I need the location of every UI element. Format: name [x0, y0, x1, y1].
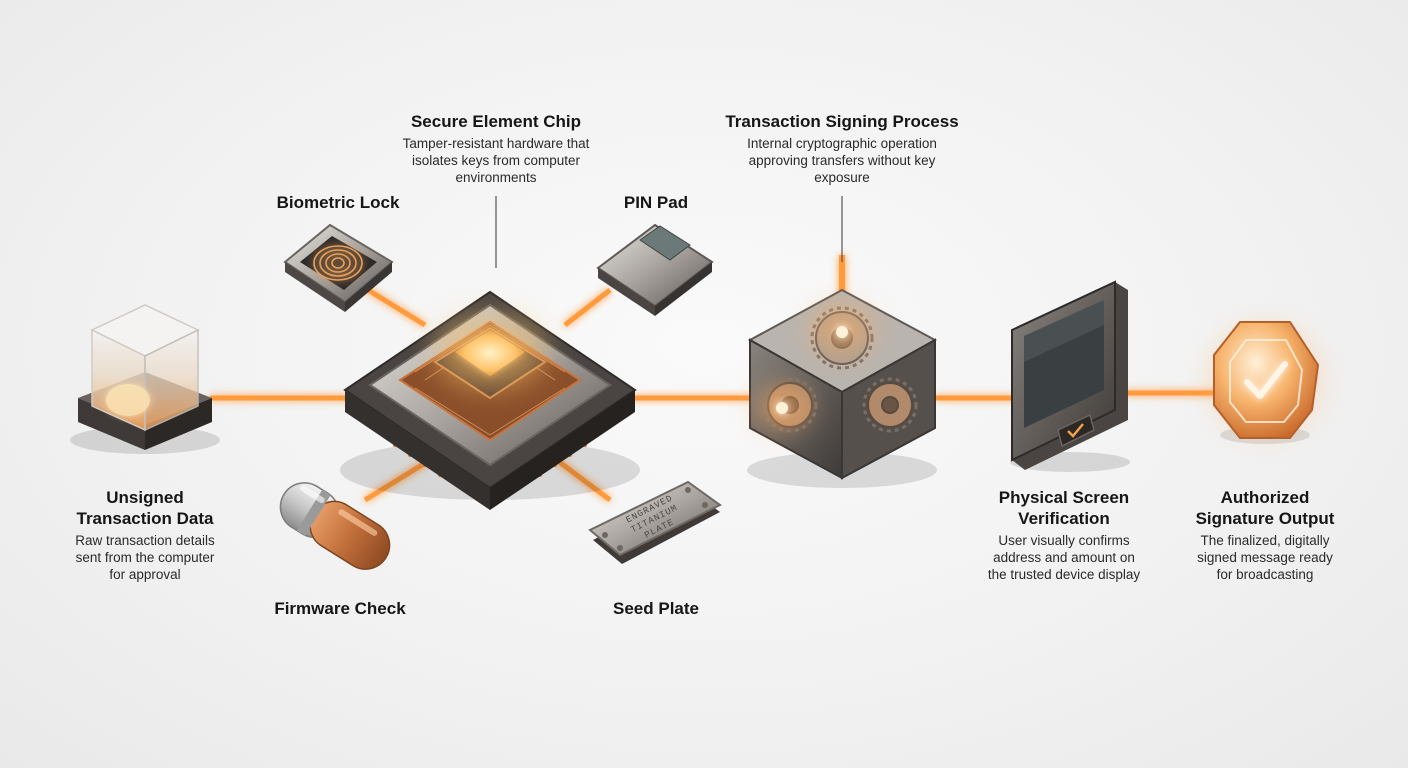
- unsigned-desc-2: sent from the computer: [75, 550, 215, 565]
- screen-description: User visually confirms address and amoun…: [959, 532, 1169, 583]
- secure-chip-title: Secure Element Chip: [410, 112, 582, 131]
- screen-title-2: Verification: [1018, 509, 1110, 528]
- signature-badge-icon: [1210, 321, 1320, 444]
- beam-pin-to-chip: [563, 288, 612, 327]
- secure-chip-desc-3: environments: [455, 170, 537, 185]
- unsigned-desc-3: for approval: [109, 567, 181, 582]
- screen-desc-3: the trusted device display: [987, 567, 1141, 582]
- output-title-1: Authorized: [1220, 488, 1310, 507]
- unsigned-title-1: Unsigned: [106, 488, 184, 507]
- capsule-icon: [279, 482, 391, 570]
- signing-desc-2: approving transfers without key: [748, 153, 936, 168]
- screen-desc-1: User visually confirms: [998, 533, 1130, 548]
- output-title-2: Signature Output: [1195, 509, 1335, 528]
- secure-chip-desc-2: isolates keys from computer: [411, 153, 581, 168]
- output-desc-1: The finalized, digitally: [1200, 533, 1330, 548]
- seed-plate-icon: ENGRAVED TITANIUM PLATE: [588, 480, 722, 564]
- signing-description: Internal cryptographic operation approvi…: [702, 135, 982, 186]
- unsigned-title-2: Transaction Data: [76, 509, 214, 528]
- gear-cube-icon: [747, 288, 938, 488]
- checkmark-icon: [1244, 361, 1288, 399]
- output-label: Authorized Signature Output The finalize…: [1165, 487, 1365, 583]
- signing-title: Transaction Signing Process: [725, 112, 959, 131]
- fingerprint-icon: [283, 223, 394, 312]
- pin-pad-title: PIN Pad: [623, 193, 689, 212]
- screen-title-1: Physical Screen: [998, 488, 1130, 507]
- screen-device-icon: [1010, 280, 1130, 472]
- firmware-title: Firmware Check: [274, 599, 406, 618]
- screen-desc-2: address and amount on: [993, 550, 1135, 565]
- unsigned-label: Unsigned Transaction Data Raw transactio…: [45, 487, 245, 583]
- seed-plate-title: Seed Plate: [613, 599, 699, 618]
- glass-cube-icon: [70, 304, 220, 454]
- signing-desc-3: exposure: [814, 170, 870, 185]
- signing-label: Transaction Signing Process Internal cry…: [702, 111, 982, 186]
- secure-chip-icon: [340, 290, 640, 510]
- unsigned-description: Raw transaction details sent from the co…: [45, 532, 245, 583]
- confirm-button-icon: [1057, 413, 1095, 448]
- beam-biometric-to-chip: [358, 282, 427, 328]
- output-desc-2: signed message ready: [1197, 550, 1333, 565]
- biometric-title: Biometric Lock: [276, 193, 400, 212]
- keypad-icon: [596, 223, 714, 316]
- beam-firmware-to-chip: [363, 457, 432, 503]
- screen-label: Physical Screen Verification User visual…: [959, 487, 1169, 583]
- output-desc-3: for broadcasting: [1216, 567, 1314, 582]
- secure-chip-desc-1: Tamper-resistant hardware that: [402, 136, 590, 151]
- secure-chip-description: Tamper-resistant hardware that isolates …: [366, 135, 626, 186]
- unsigned-desc-1: Raw transaction details: [75, 533, 215, 548]
- signing-desc-1: Internal cryptographic operation: [747, 136, 937, 151]
- output-description: The finalized, digitally signed message …: [1165, 532, 1365, 583]
- secure-chip-label: Secure Element Chip Tamper-resistant har…: [366, 111, 626, 186]
